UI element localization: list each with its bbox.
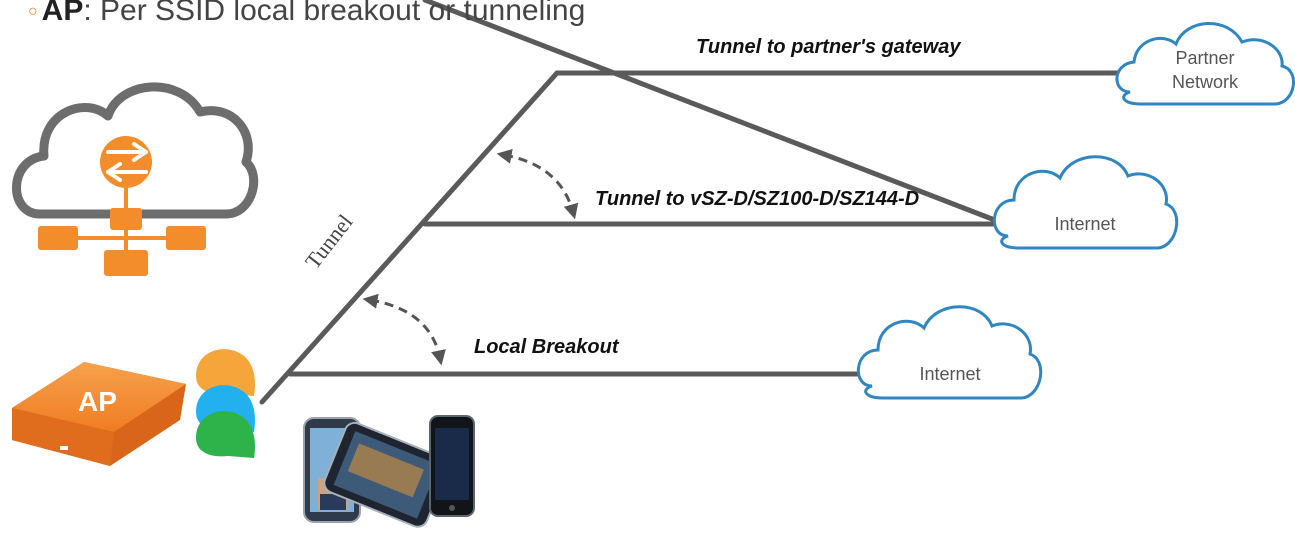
mobile-devices-icon <box>303 415 475 528</box>
arrow-tunnel-choice-upper <box>496 148 579 220</box>
arrow-tunnel-choice-lower <box>362 293 446 366</box>
internet-top-label: Internet <box>1054 214 1116 234</box>
partner-network-label-line1: Partner <box>1175 48 1235 68</box>
controller-cloud-icon <box>12 82 259 276</box>
tunnel-trunk-line <box>259 70 1133 405</box>
ap-label: AP <box>78 386 117 417</box>
internet-bottom-label: Internet <box>919 364 981 384</box>
heading-rest: : Per SSID local breakout or tunneling <box>83 0 586 27</box>
partner-network-label: Partner Network <box>1150 46 1260 94</box>
bullet-icon: ○ <box>28 3 38 21</box>
partner-network-label-line2: Network <box>1171 72 1238 92</box>
partner-network-cloud-icon <box>1115 22 1295 106</box>
vsz-tunnel-line <box>422 0 1008 227</box>
network-lines <box>259 0 1133 405</box>
internet-cloud-bottom-icon <box>856 305 1043 400</box>
ap-device-icon <box>12 362 186 466</box>
ssid-bubbles-icon <box>196 349 255 458</box>
heading-bold: AP <box>41 0 84 27</box>
local-breakout-label: Local Breakout <box>474 336 619 358</box>
slide-heading: ○AP: Per SSID local breakout or tunnelin… <box>28 0 585 28</box>
tunnel-partner-label: Tunnel to partner's gateway <box>696 36 961 58</box>
internet-cloud-top-icon <box>992 155 1179 250</box>
tunnel-vsz-label: Tunnel to vSZ-D/SZ100-D/SZ144-D <box>595 188 920 210</box>
